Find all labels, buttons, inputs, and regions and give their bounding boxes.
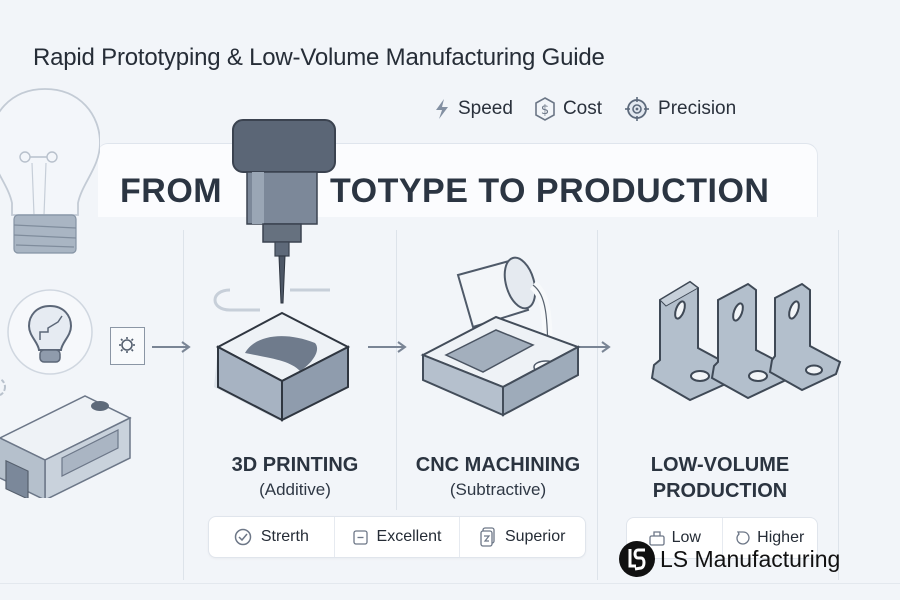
brand-name: LS Manufacturing: [660, 545, 841, 572]
idea-bulb-icon: [7, 289, 93, 375]
production-metrics-bar: Low Higher: [626, 517, 818, 559]
cnc-spindle-illustration: [213, 119, 351, 422]
svg-text:$: $: [541, 103, 549, 118]
column-divider: [183, 230, 184, 580]
gear-partial-icon: [0, 377, 6, 397]
banner-panel: [98, 143, 818, 217]
feature-badges: Speed $ Cost Precision: [434, 96, 736, 122]
prototype-part-illustration: [0, 395, 132, 498]
page-title: Rapid Prototyping & Low-Volume Manufactu…: [33, 44, 605, 71]
brand-logo: LS Manufacturing: [618, 540, 840, 578]
step-title-low-volume: LOW-VOLUME PRODUCTION: [620, 452, 820, 504]
metric-label: Excellent: [376, 528, 442, 545]
metrics-bar: Strerth Excellent Superior: [208, 516, 586, 558]
metric-label: Superior: [504, 528, 566, 545]
metric-label: Low: [671, 529, 701, 546]
metric-low: Low: [627, 518, 723, 558]
badge-label: Cost: [562, 98, 603, 119]
l-brackets-illustration: [650, 280, 842, 402]
minus-square-icon: [352, 529, 368, 545]
step-title-3d-printing: 3D PRINTING: [231, 454, 359, 476]
column-divider: [838, 230, 839, 580]
metric-strength: Strerth: [209, 517, 335, 557]
metric-label: Higher: [757, 529, 805, 546]
check-circle-icon: [234, 528, 252, 546]
dollar-shield-icon: $: [535, 97, 555, 121]
badge-precision: Precision: [624, 96, 736, 122]
column-divider: [597, 230, 598, 580]
ls-logo-icon: [619, 541, 655, 577]
settings-box: [110, 327, 145, 365]
step-subtitle-additive: (Additive): [259, 480, 331, 499]
banner-text-left: FROM: [120, 172, 223, 210]
gear-icon: [119, 337, 135, 353]
lightbulb-illustration: [0, 88, 100, 254]
weight-icon: [648, 531, 665, 546]
speech-bubble-icon: [736, 531, 750, 545]
metric-higher: Higher: [723, 518, 818, 558]
column-divider: [396, 230, 397, 510]
step-title-line2: PRODUCTION: [652, 480, 788, 502]
badge-label: Speed: [458, 98, 513, 119]
metric-label: Strerth: [260, 528, 309, 545]
metric-superior: Superior: [460, 517, 585, 557]
arrow-right-icon: [368, 341, 407, 353]
banner-text-right: TOTYPE TO PRODUCTION: [330, 172, 770, 210]
bottom-divider: [0, 583, 900, 584]
badge-cost: $ Cost: [535, 97, 602, 121]
step-title-cnc-machining: CNC MACHINING: [415, 454, 581, 476]
document-stack-icon: [480, 527, 495, 547]
pouring-mold-illustration: [420, 256, 581, 417]
crosshair-icon: [625, 97, 650, 121]
metric-excellent: Excellent: [335, 517, 461, 557]
arrow-right-icon: [152, 341, 191, 353]
badge-speed: Speed: [434, 98, 513, 120]
step-title-line1: LOW-VOLUME: [650, 454, 790, 476]
badge-label: Precision: [658, 98, 737, 119]
step-subtitle-subtractive: (Subtractive): [449, 480, 547, 499]
lightning-icon: [436, 99, 448, 119]
bracket: [768, 282, 842, 392]
